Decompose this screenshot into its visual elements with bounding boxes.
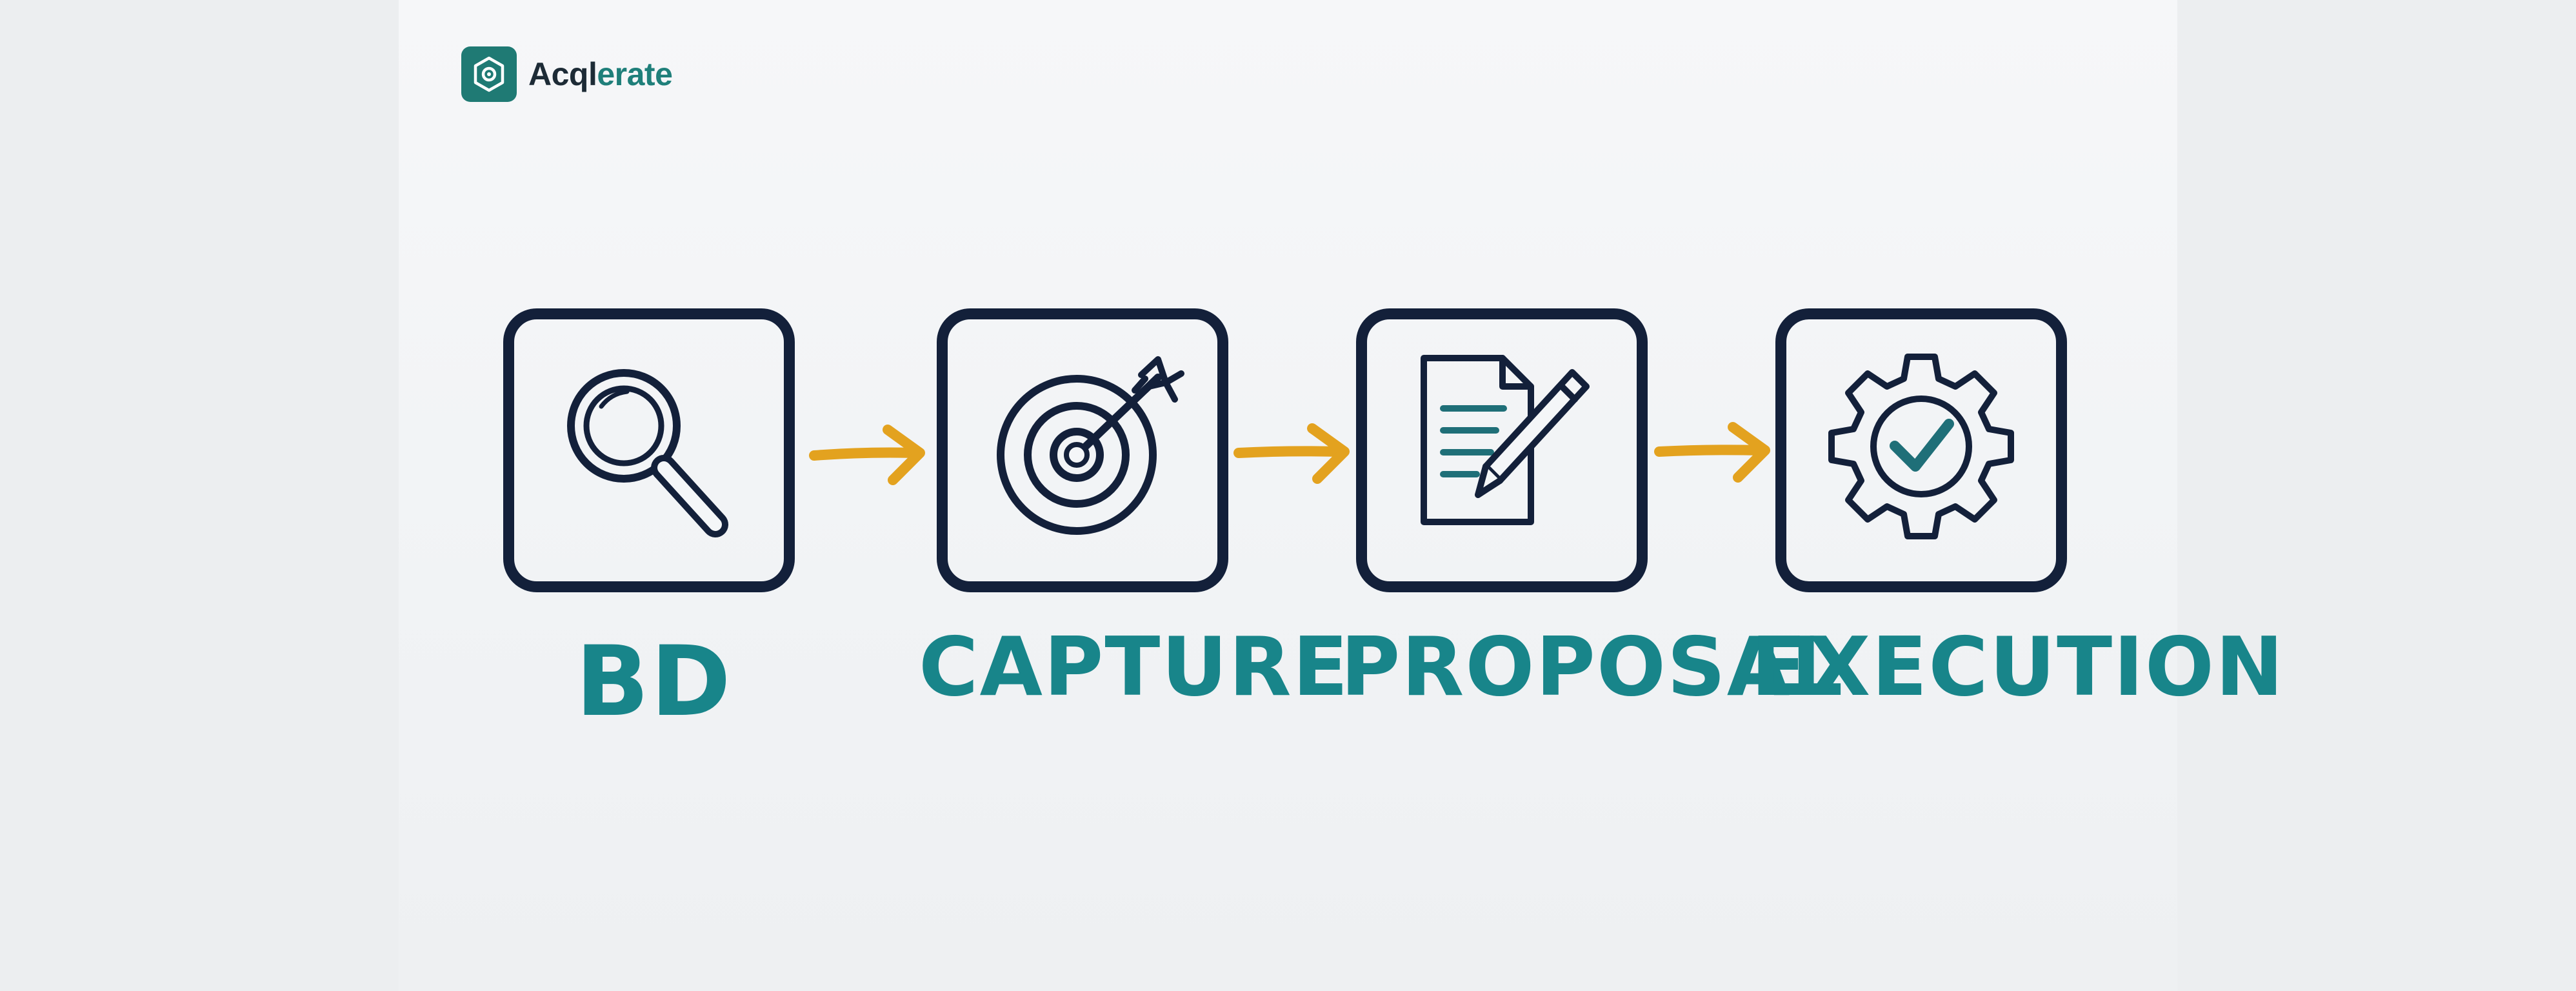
step-label-proposal: PROPOSAL	[1341, 619, 1844, 714]
step-label-execution: EXECUTION	[1751, 619, 2285, 714]
brand-logo[interactable]: Acqlerate	[461, 46, 673, 102]
arrow-right-icon	[1654, 422, 1770, 483]
target-arrow-icon	[997, 356, 1184, 535]
step-label-bd: BD	[575, 626, 732, 738]
magnifying-glass-icon	[567, 369, 728, 537]
step-label-capture: CAPTURE	[919, 619, 1350, 714]
step-proposal-box	[1356, 308, 1648, 592]
step-capture-box	[937, 308, 1228, 592]
step-bd-box	[503, 308, 795, 592]
brand-name-part1: Acql	[528, 56, 597, 92]
brand-name: Acqlerate	[528, 55, 673, 93]
arrow-right-icon	[1233, 423, 1350, 484]
brand-name-part2: erate	[597, 56, 673, 92]
logo-mark-icon	[461, 46, 517, 102]
gear-check-icon	[1828, 354, 2014, 539]
step-execution-box	[1775, 308, 2067, 592]
arrow-right-icon	[809, 425, 925, 485]
document-pencil-icon	[1421, 355, 1590, 525]
